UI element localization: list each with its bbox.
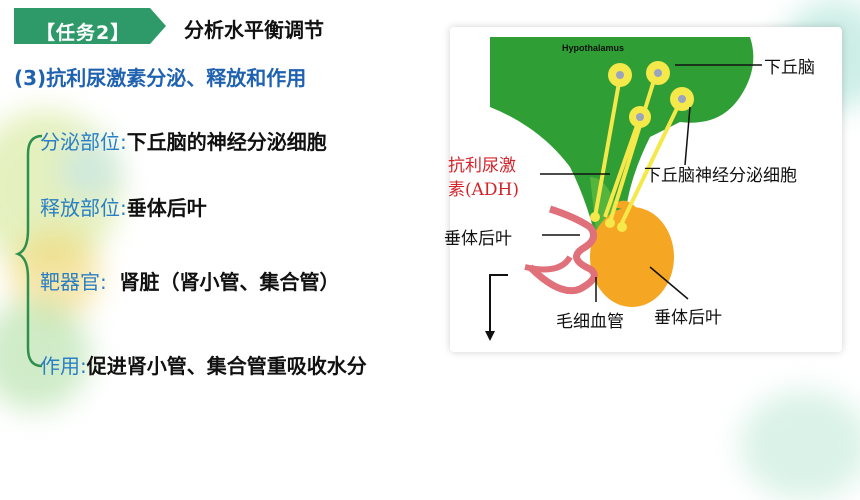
pituitary-diagram: Hypothalamus 下丘脑 抗利尿激 素(ADH) 下丘脑神经分泌细胞 垂… [444,27,842,352]
task-tag-label: 【任务2】 [36,22,131,44]
hypothalamus-caption: Hypothalamus [562,43,625,53]
list-item: 分泌部位:下丘脑的神经分泌细胞 [40,126,327,155]
item-label: 作用: [40,354,87,378]
item-label: 释放部位: [40,196,127,220]
page-title: 分析水平衡调节 [184,18,324,42]
item-value: 肾脏（肾小管、集合管） [119,270,340,294]
label-adh-line1: 抗利尿激 [448,156,516,176]
label-capillary: 毛细血管 [556,312,624,332]
posterior-pituitary-shape [590,207,674,307]
decorative-splash [60,140,120,200]
item-label: 分泌部位: [40,130,127,154]
label-posterior-pituitary-right: 垂体后叶 [654,308,722,328]
curly-bracket [14,134,43,368]
label-adh-line2: 素(ADH) [448,180,519,200]
label-hypothalamus: 下丘脑 [764,58,815,78]
item-value: 下丘脑的神经分泌细胞 [126,130,327,154]
item-value: 促进肾小管、集合管重吸收水分 [86,354,367,378]
section-subtitle: (3)抗利尿激素分泌、释放和作用 [14,66,307,90]
item-value: 垂体后叶 [126,196,207,220]
capillary-vessel [527,205,598,295]
list-item: 作用:促进肾小管、集合管重吸收水分 [40,350,367,379]
item-label: 靶器官: [40,270,107,294]
task-tag: 【任务2】 [14,8,166,44]
list-item: 释放部位:垂体后叶 [40,192,207,221]
list-item: 靶器官: 肾脏（肾小管、集合管） [40,266,339,295]
decorative-splash [740,390,860,500]
label-neurosecretory-cells: 下丘脑神经分泌细胞 [644,166,797,186]
diagram-illustration [485,37,762,341]
decorative-splash [0,300,90,410]
label-posterior-pituitary-left: 垂体后叶 [444,229,512,249]
capillary-vessel [524,255,573,273]
